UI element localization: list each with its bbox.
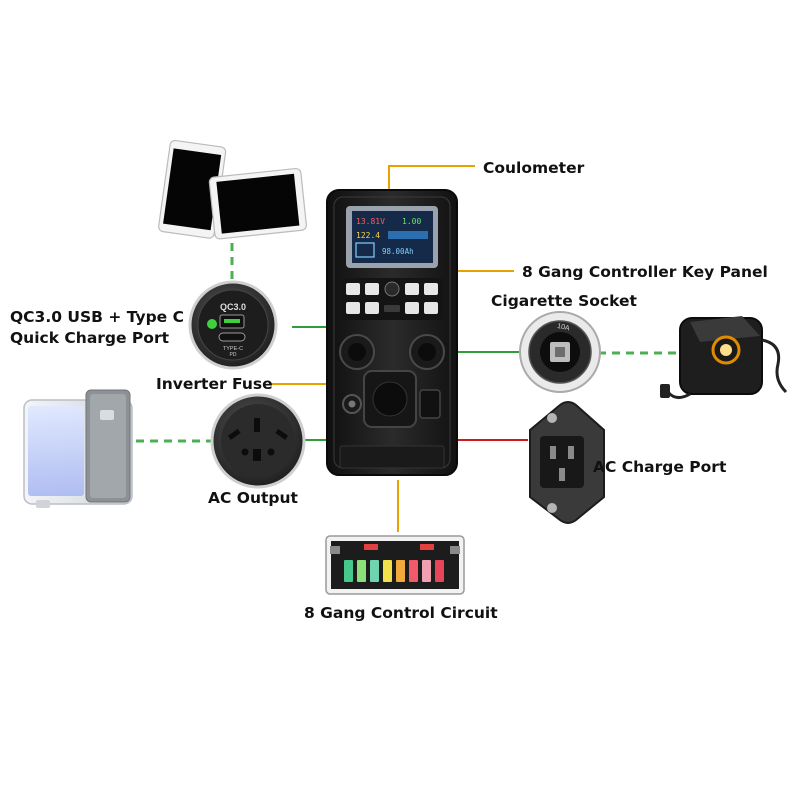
- cigarette-socket-callout: 10A: [519, 311, 601, 393]
- fuse-3: [370, 560, 379, 582]
- tablet-devices: [158, 139, 307, 240]
- qc-bolt-icon: [207, 319, 217, 329]
- air-compressor: [660, 316, 788, 399]
- meter-voltage: 13.81V: [356, 217, 385, 226]
- key-panel: [341, 278, 443, 320]
- qc-badge-text: QC3.0: [220, 302, 246, 312]
- meter-capacity: 98.00Ah: [382, 247, 414, 256]
- label-key-panel: 8 Gang Controller Key Panel: [522, 263, 768, 281]
- type-c-text: TYPE-C: [223, 346, 243, 352]
- fuse-8: [435, 560, 444, 582]
- meter-power: 122.4: [356, 231, 380, 240]
- fuse-2: [357, 560, 366, 582]
- meter-soc: 1.00: [402, 217, 421, 226]
- fuse-5: [396, 560, 405, 582]
- tablet-landscape: [208, 167, 307, 240]
- label-qc-port-line2: Quick Charge Port: [10, 329, 169, 347]
- label-qc-port-line1: QC3.0 USB + Type C: [10, 308, 184, 326]
- charge-port-on-box: [419, 389, 441, 419]
- fuse-4: [383, 560, 392, 582]
- socket-rating-text: 10A: [556, 323, 570, 333]
- qc-port-callout: QC3.0 TYPE-C PD: [188, 280, 278, 370]
- ac-charge-port-callout: [529, 401, 605, 524]
- coulometer-display: 13.81V 1.00 122.4 98.00Ah: [346, 206, 438, 268]
- tablet-portrait: [158, 139, 227, 239]
- label-ac-charge-port: AC Charge Port: [593, 458, 727, 476]
- mini-fridge: [23, 389, 133, 508]
- fuse-strip: [325, 535, 465, 595]
- fuse-6: [409, 560, 418, 582]
- label-inverter-fuse: Inverter Fuse: [156, 375, 273, 393]
- label-cigarette-socket: Cigarette Socket: [491, 292, 637, 310]
- label-control-circuit: 8 Gang Control Circuit: [304, 604, 498, 622]
- pd-text: PD: [230, 352, 237, 358]
- fuse-1: [344, 560, 353, 582]
- fuse-7: [422, 560, 431, 582]
- label-coulometer: Coulometer: [483, 159, 585, 177]
- control-box: 13.81V 1.00 122.4 98.00Ah: [326, 189, 458, 476]
- ac-output-callout: [210, 393, 306, 489]
- label-ac-output: AC Output: [208, 489, 298, 507]
